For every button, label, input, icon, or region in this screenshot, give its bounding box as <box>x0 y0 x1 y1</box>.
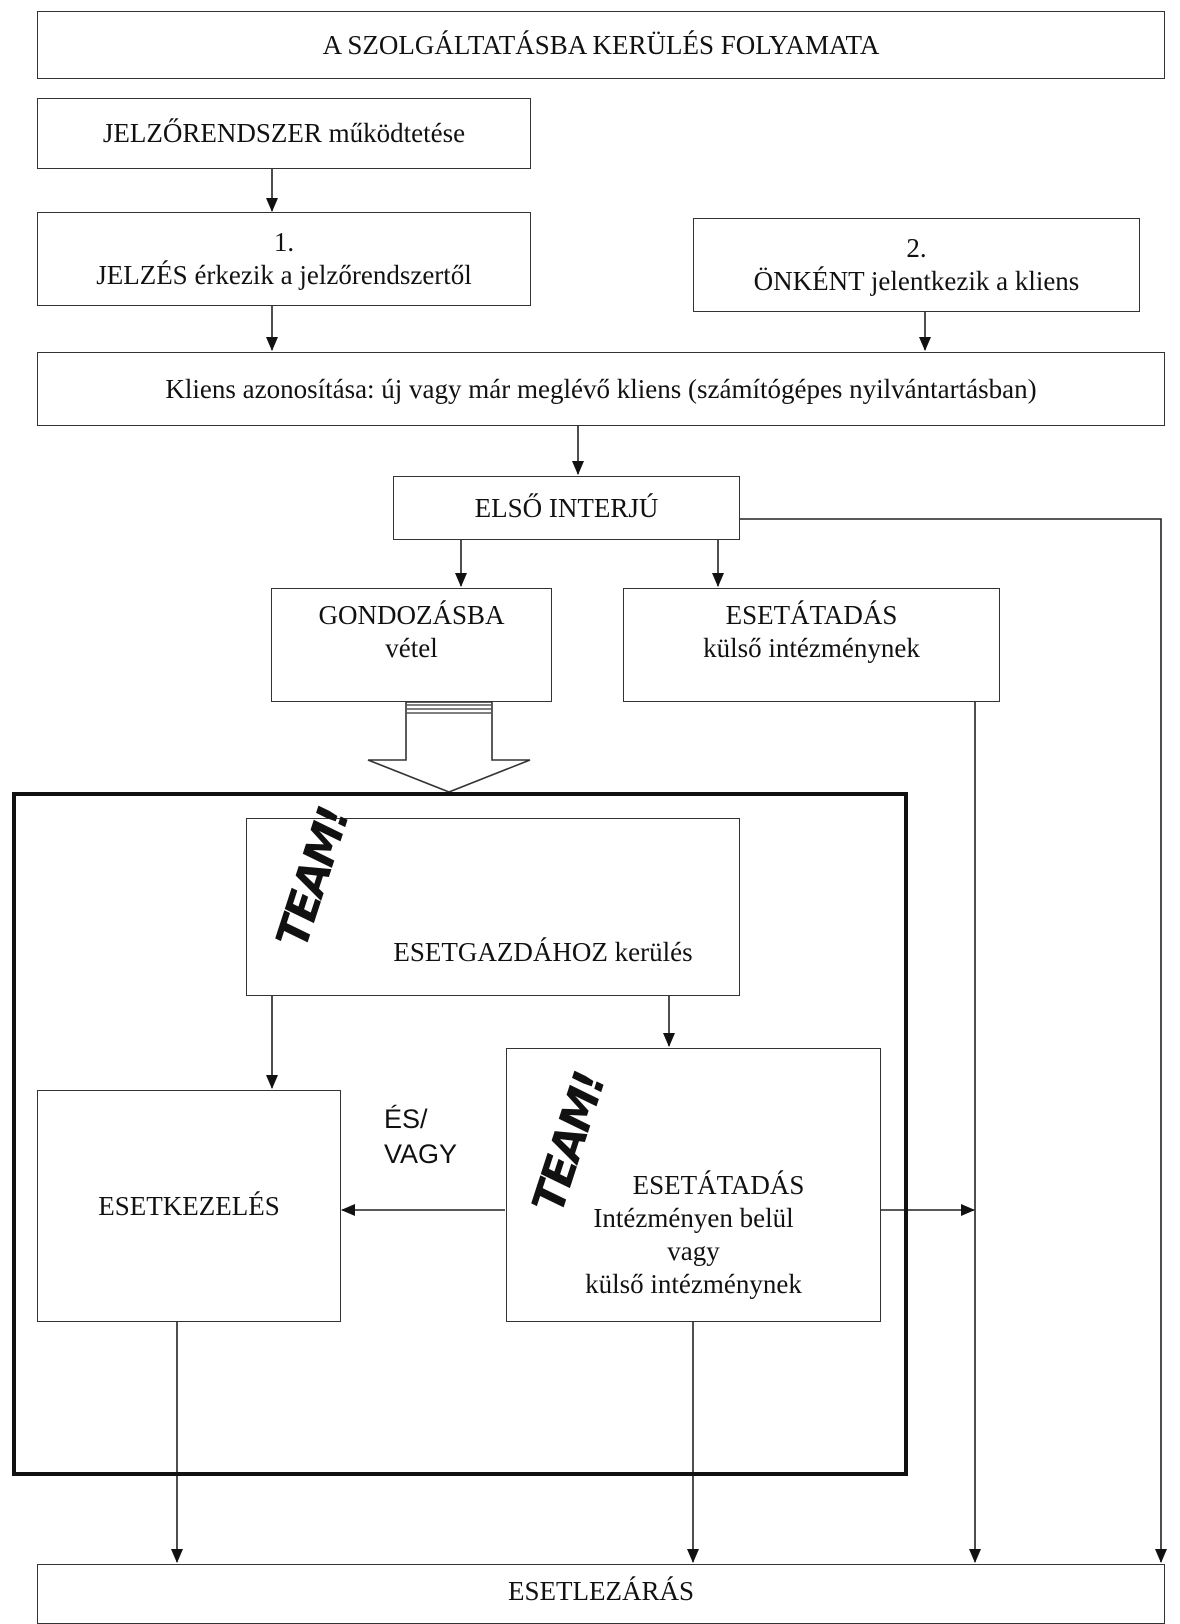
block-arrow <box>367 701 531 793</box>
esetkezeles-label: ESETKEZELÉS <box>98 1190 280 1221</box>
esetatadas-kulso-label-1: ESETÁTADÁS <box>725 600 898 630</box>
esetgazda-box: ESETGAZDÁHOZ kerülés <box>246 818 740 996</box>
es-vagy-line-1: ÉS/ <box>384 1104 428 1134</box>
esetgazda-label: ESETGAZDÁHOZ kerülés <box>393 937 693 967</box>
jelzes-box: 1. JELZÉS érkezik a jelzőrendszertől <box>37 212 531 306</box>
es-vagy-line-2: VAGY <box>384 1139 458 1169</box>
esetatadas-kulso-box: ESETÁTADÁS külső intézménynek <box>623 588 1000 702</box>
esetatadas-kulso-label-2: külső intézménynek <box>703 633 920 663</box>
gondozas-label-1: GONDOZÁSBA <box>318 600 505 630</box>
esetatadas-belul-label-1: ESETÁTADÁS <box>632 1170 805 1200</box>
onkent-number: 2. <box>906 233 927 263</box>
jelzes-label: JELZÉS érkezik a jelzőrendszertől <box>96 260 472 290</box>
onkent-box: 2. ÖNKÉNT jelentkezik a kliens <box>693 218 1140 312</box>
esetlezaras-box: ESETLEZÁRÁS <box>37 1564 1165 1624</box>
page-title: A SZOLGÁLTATÁSBA KERÜLÉS FOLYAMATA <box>322 29 880 60</box>
onkent-label: ÖNKÉNT jelentkezik a kliens <box>753 266 1080 296</box>
title-box: A SZOLGÁLTATÁSBA KERÜLÉS FOLYAMATA <box>37 11 1165 79</box>
esetatadas-belul-label-2: Intézményen belül <box>593 1203 794 1233</box>
jelzes-number: 1. <box>273 227 295 257</box>
jelzorendszer-box: JELZŐRENDSZER működtetése <box>37 98 531 169</box>
jelzorendszer-label: JELZŐRENDSZER működtetése <box>102 118 466 148</box>
esetkezeles-box: ESETKEZELÉS <box>37 1090 341 1322</box>
azonositas-label: Kliens azonosítása: új vagy már meglévő … <box>165 373 1037 404</box>
gondozas-label-2: vétel <box>385 633 438 663</box>
esetatadas-belul-label-4: külső intézménynek <box>585 1269 802 1299</box>
elso-interju-label: ELSŐ INTERJÚ <box>474 492 659 523</box>
esetatadas-belul-label-3: vagy <box>667 1236 720 1266</box>
es-vagy-label: ÉS/ VAGY <box>384 1102 457 1172</box>
gondozas-box: GONDOZÁSBA vétel <box>271 588 552 702</box>
elso-interju-box: ELSŐ INTERJÚ <box>393 476 740 540</box>
esetlezaras-label: ESETLEZÁRÁS <box>508 1576 694 1606</box>
azonositas-box: Kliens azonosítása: új vagy már meglévő … <box>37 352 1165 426</box>
esetatadas-belul-box: ESETÁTADÁS Intézményen belül vagy külső … <box>506 1048 881 1322</box>
team-frame <box>12 792 908 1476</box>
arrow-interju-to-esetlezaras <box>740 518 1167 1563</box>
